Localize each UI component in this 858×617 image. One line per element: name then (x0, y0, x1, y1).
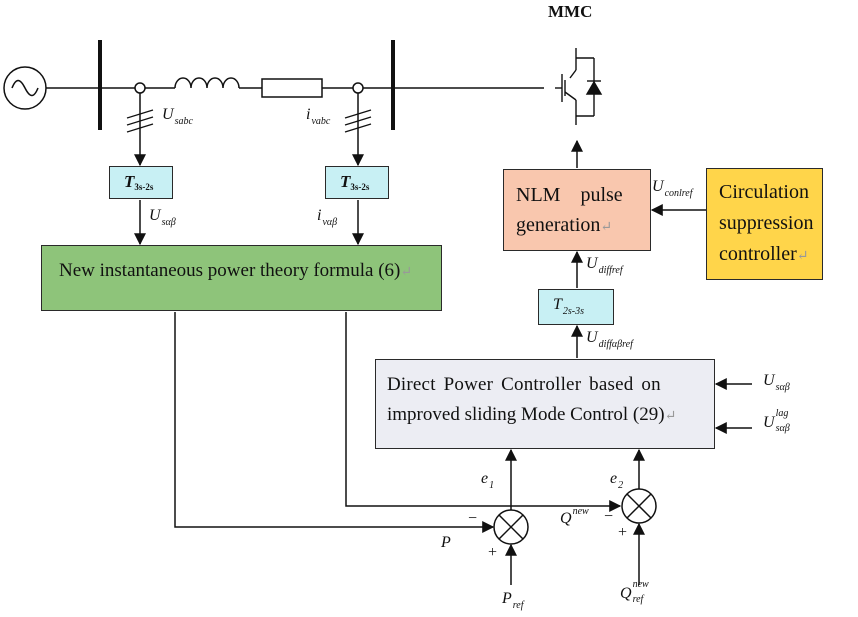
p-feedback-line (174, 312, 495, 533)
label-u-sabc: Usabc (162, 106, 193, 127)
three-phase-mark-right (344, 109, 372, 133)
label-i-valphabeta: ivαβ (317, 207, 338, 228)
circulation-controller-block: Circulation suppression controller↵ (706, 168, 823, 280)
dpc-label-line1: Direct Power Controller based on (387, 374, 661, 395)
t32-right-block: T3s-2s (325, 166, 389, 199)
label-p-ref: Pref (502, 590, 524, 611)
label-q-new: Qnew (560, 506, 589, 527)
power-theory-label: New instantaneous power theory formula (… (59, 260, 413, 281)
t23-label: T2s-3s (553, 296, 585, 317)
sign-q-plus: + (618, 524, 628, 541)
ac-source-icon (3, 66, 47, 110)
dpc-block: Direct Power Controller based on improve… (375, 359, 715, 449)
t32-right-label: T3s-2s (340, 172, 370, 192)
t32-left-label: T3s-2s (124, 172, 154, 192)
sign-p-minus: − (468, 510, 478, 527)
nlm-pulse-block: NLM pulse generation↵ (503, 169, 651, 251)
mmc-title: MMC (548, 2, 593, 21)
measure-point-voltage (134, 82, 146, 94)
label-e2: e2 (610, 470, 624, 491)
label-u-diffref: Udiffref (586, 255, 623, 276)
circulation-label-line2: suppression (719, 212, 814, 234)
label-u-conlref: Uconlref (652, 178, 693, 199)
nlm-label-line2: generation↵ (516, 214, 613, 236)
label-i-vabc: ivabc (306, 106, 331, 127)
dpc-label-line2: improved sliding Mode Control (29)↵ (387, 404, 677, 425)
measure-point-current (352, 82, 364, 94)
power-theory-block: New instantaneous power theory formula (… (41, 245, 442, 311)
label-u-salphabeta: Usαβ (149, 207, 176, 228)
sign-q-minus: − (604, 508, 614, 525)
inductor-icon (174, 77, 240, 89)
nlm-label-line1: NLM pulse (516, 184, 623, 206)
sign-p-plus: + (488, 544, 498, 561)
circulation-label-line1: Circulation (719, 181, 809, 203)
circulation-label-line3: controller↵ (719, 243, 809, 265)
q-feedback-line (345, 312, 622, 512)
label-p: P (441, 534, 451, 551)
summing-junction-p (493, 509, 529, 545)
label-u-salphabeta-input: Usαβ (763, 372, 790, 393)
three-phase-mark-left (126, 109, 154, 133)
t23-block: T2s-3s (538, 289, 614, 325)
igbt-icon (555, 48, 603, 125)
resistor-icon (261, 78, 323, 98)
label-e1: e1 (481, 470, 495, 491)
label-u-diffalphabetaref: Udiffαβref (586, 329, 633, 350)
t32-left-block: T3s-2s (109, 166, 173, 199)
summing-junction-q (621, 488, 657, 524)
